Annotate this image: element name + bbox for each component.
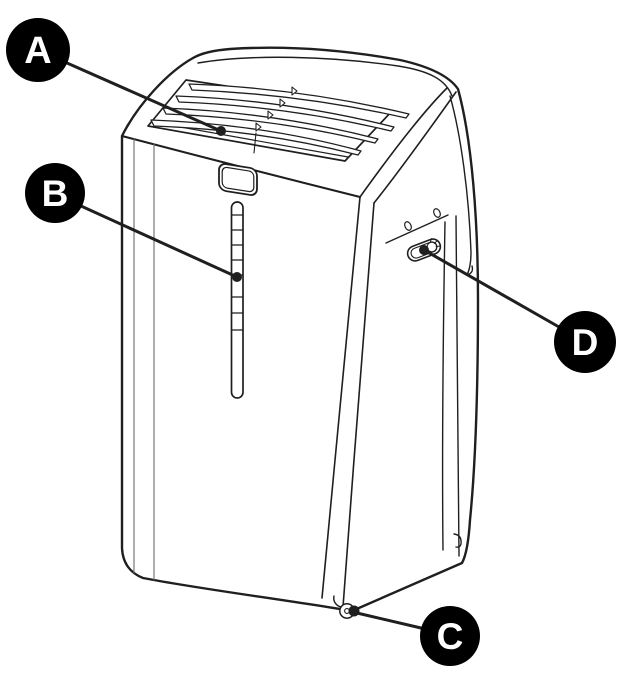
- leader-lines: [65, 61, 561, 630]
- callout-c-circle: [420, 606, 480, 666]
- leader-line-a: [65, 61, 223, 133]
- leader-dot-c: [348, 605, 360, 617]
- louver-hinge-tab-3: [267, 110, 274, 120]
- vent-louver-2: [175, 95, 395, 132]
- indicator-strip: [230, 201, 244, 399]
- front-right-corner-line-1: [321, 196, 361, 599]
- leader-line-d: [422, 248, 561, 329]
- screw-hole-2: [433, 208, 441, 218]
- callout-d-circle: [554, 311, 616, 373]
- top-back-edge-inner: [197, 56, 453, 97]
- callout-badges: A B C D: [6, 18, 616, 666]
- callout-d-label: D: [572, 322, 599, 363]
- callout-b-circle: [25, 163, 85, 223]
- louver-hinge-tab-2: [279, 98, 286, 108]
- louver-hinge-tab-4: [255, 122, 262, 132]
- top-air-outlet: [147, 79, 410, 162]
- leader-dot-b: [232, 272, 242, 282]
- body-silhouette: [120, 46, 480, 613]
- display-panel-inner: [221, 166, 255, 193]
- callout-a-circle: [6, 18, 70, 82]
- side-panel-seam: [385, 214, 449, 244]
- louver-hinge-post: [253, 132, 257, 154]
- side-handle-knob-ridges: [429, 238, 441, 247]
- front-right-corner-line-2: [342, 202, 375, 608]
- front-right-corner-shoulder-2: [373, 91, 457, 204]
- callout-c-label: C: [437, 616, 464, 657]
- screw-hole-1: [404, 221, 412, 231]
- leader-line-c: [355, 611, 423, 630]
- leader-dot-a: [216, 126, 226, 136]
- louver-hinge-tab-1: [291, 86, 298, 96]
- vent-louver-1: [188, 83, 410, 119]
- display-panel: [218, 163, 258, 196]
- vent-louver-3: [162, 107, 379, 144]
- side-panel-edge-2: [455, 215, 460, 557]
- side-panel-latch: [453, 533, 462, 548]
- unit-body: [120, 46, 480, 613]
- callout-b-label: B: [42, 173, 69, 214]
- leader-dot-d: [419, 245, 429, 255]
- side-panel-edge-1: [441, 221, 446, 551]
- vent-recess-inner-edge: [157, 122, 349, 158]
- leader-line-b: [79, 204, 239, 279]
- vent-louver-4: [150, 119, 362, 156]
- front-right-corner-shoulder-1: [359, 87, 448, 198]
- display-panel-outer: [218, 163, 258, 196]
- indicator-strip-outline: [230, 201, 244, 399]
- callout-a-label: A: [24, 30, 51, 72]
- side-panel-bulge-curve: [449, 95, 472, 276]
